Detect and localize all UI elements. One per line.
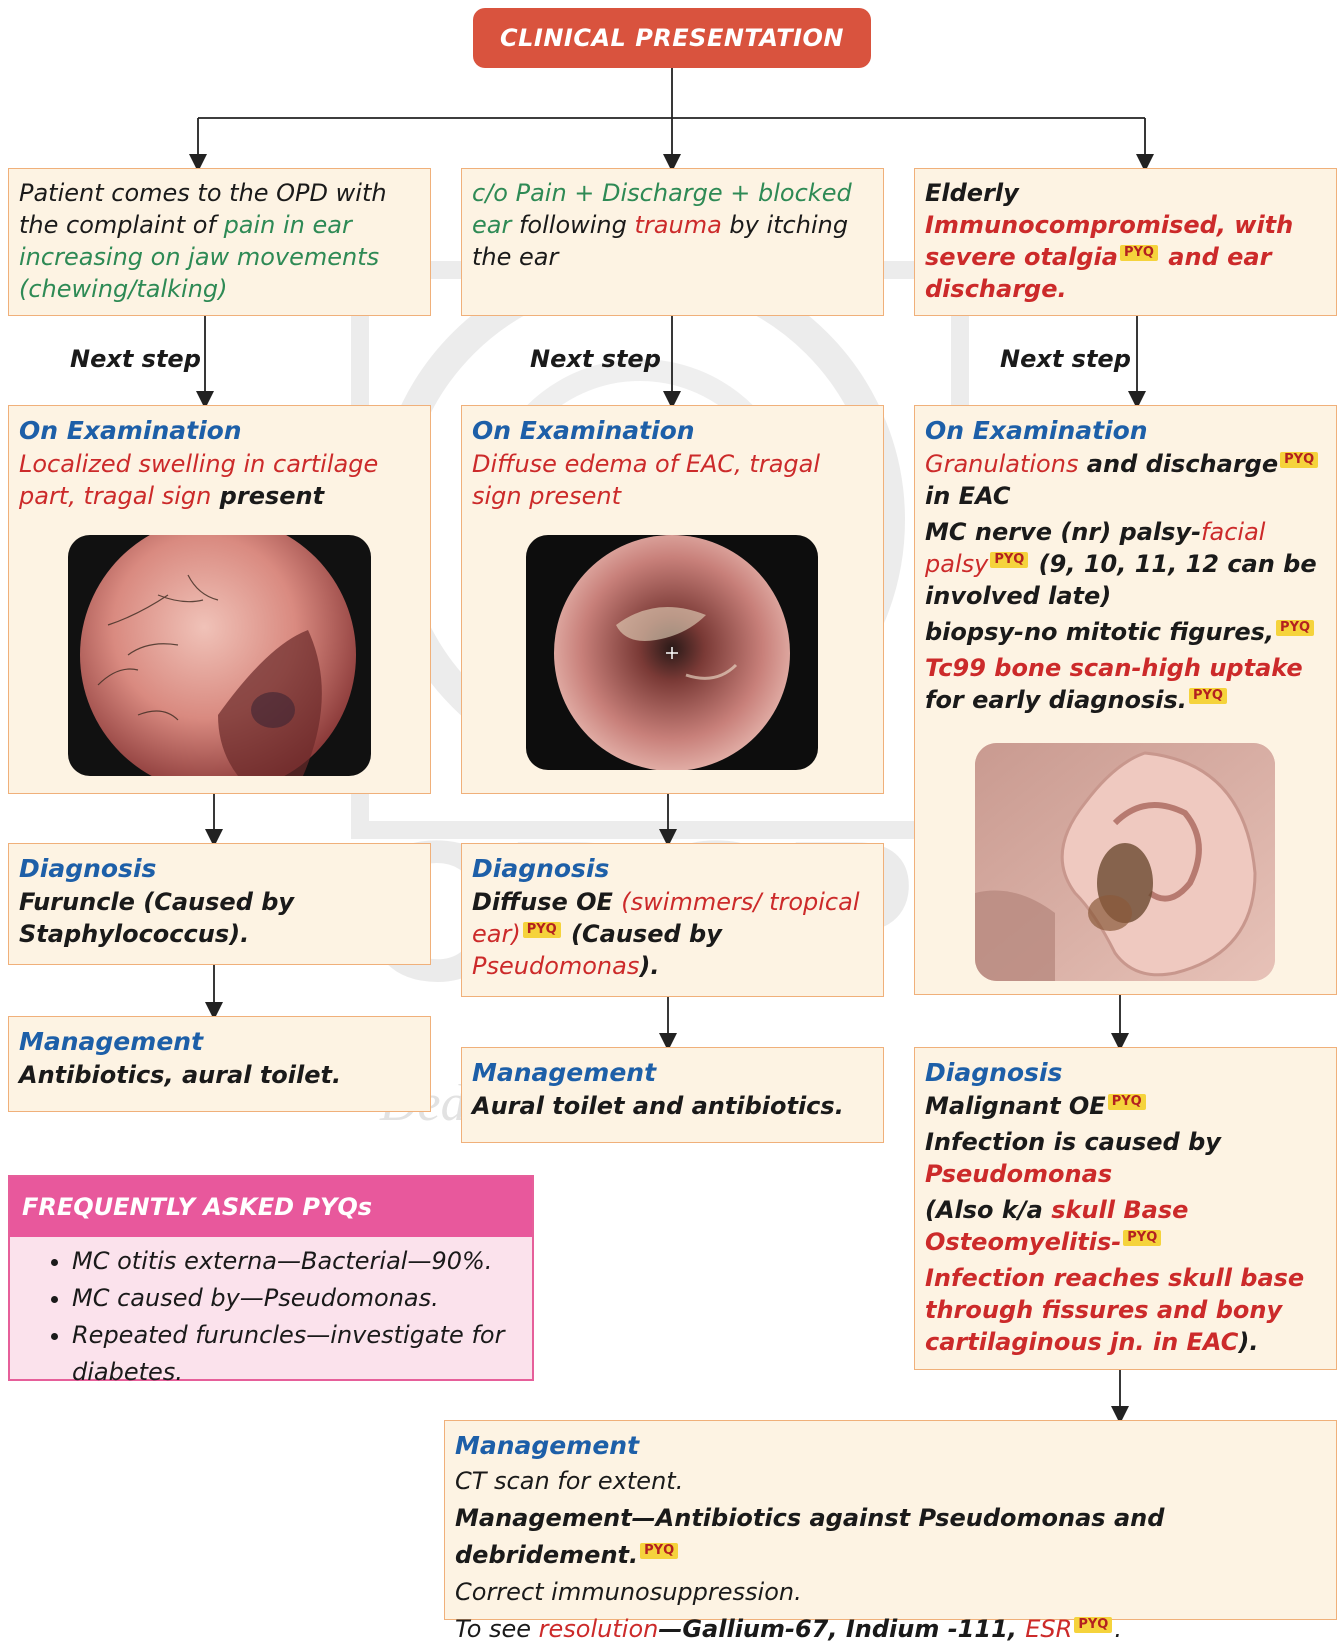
col2-presentation-trauma: trauma (635, 211, 722, 239)
faq-heading: FREQUENTLY ASKED PYQs (10, 1177, 532, 1237)
col3-exam-nerve: MC nerve (nr) palsy- (925, 518, 1201, 546)
col1-presentation-box: Patient comes to the OPD with the compla… (8, 168, 431, 316)
col1-exam-finding: Localized swelling in cartilage part, tr… (19, 450, 378, 510)
col1-next-step: Next step (70, 345, 201, 373)
col3-management-line4: To see resolution—Gallium-67, Indium -11… (455, 1611, 1326, 1648)
faq-item: MC caused by—Pseudomonas. (72, 1280, 532, 1317)
clinical-presentation-title: CLINICAL PRESENTATION (473, 8, 871, 68)
col1-diagnosis-heading: Diagnosis (19, 852, 420, 886)
col2-exam-heading: On Examination (472, 414, 873, 448)
col3-management-heading: Management (455, 1429, 1326, 1463)
col3-exam-line4: Tc99 bone scan-high uptake for early dia… (925, 652, 1326, 716)
diffuse-oe-ear-image (526, 535, 818, 770)
col3-diagnosis-aka: (Also k/a (925, 1196, 1051, 1224)
col2-management-text: Aural toilet and antibiotics. (472, 1092, 844, 1120)
col3-management-end: . (1114, 1615, 1122, 1643)
col1-exam-heading: On Examination (19, 414, 420, 448)
col2-diagnosis-caused: (Caused by (563, 920, 722, 948)
col3-management-esr: ESR (1025, 1615, 1072, 1643)
col3-diagnosis-organism: Pseudomonas (925, 1160, 1112, 1188)
col3-diagnosis-line3: (Also k/a skull Base Osteomyelitis-PYQ (925, 1194, 1326, 1258)
col2-next-step: Next step (530, 345, 661, 373)
col3-management-scans: —Gallium-67, Indium -111, (658, 1615, 1025, 1643)
col3-management-ct: CT scan for extent. (455, 1463, 1326, 1500)
pyq-badge: PYQ (1276, 620, 1314, 636)
col1-management-heading: Management (19, 1025, 420, 1059)
col3-diagnosis-malignant-oe: Malignant OE (925, 1092, 1106, 1120)
col3-presentation-text: Elderly (925, 179, 1019, 207)
col3-exam-discharge: and discharge (1078, 450, 1278, 478)
col2-diagnosis-organism: Pseudomonas (472, 952, 639, 980)
pyq-badge: PYQ (1123, 1230, 1161, 1246)
col3-management-box: Management CT scan for extent. Managemen… (444, 1420, 1337, 1620)
col3-exam-in-eac: in EAC (925, 482, 1011, 510)
col1-management-text: Antibiotics, aural toilet. (19, 1061, 341, 1089)
col3-exam-early: for early diagnosis. (925, 686, 1187, 714)
pyq-badge: PYQ (1074, 1617, 1112, 1633)
frequently-asked-pyqs-box: FREQUENTLY ASKED PYQs MC otitis externa—… (8, 1175, 534, 1381)
col2-diagnosis-name: Diffuse OE (472, 888, 621, 916)
col3-exam-biopsy: biopsy-no mitotic figures, (925, 618, 1274, 646)
col3-diagnosis-line4: Infection reaches skull base through fis… (925, 1262, 1326, 1358)
col1-exam-present: present (211, 482, 324, 510)
pyq-badge: PYQ (990, 552, 1028, 568)
col3-management-line2: Management—Antibiotics against Pseudomon… (455, 1500, 1326, 1574)
col3-diagnosis-heading: Diagnosis (925, 1056, 1326, 1090)
col3-exam-heading: On Examination (925, 414, 1326, 448)
col2-diagnosis-heading: Diagnosis (472, 852, 873, 886)
malignant-oe-ear-image (975, 743, 1275, 981)
col3-management-to-see: To see (455, 1615, 539, 1643)
col2-management-heading: Management (472, 1056, 873, 1090)
col3-management-antibiotics: Management—Antibiotics against Pseudomon… (455, 1504, 1164, 1569)
pyq-badge: PYQ (1280, 452, 1318, 468)
col2-management-box: Management Aural toilet and antibiotics. (461, 1047, 884, 1143)
col3-diagnosis-end: ). (1238, 1328, 1258, 1356)
col3-management-resolution: resolution (539, 1615, 659, 1643)
col3-management-immuno: Correct immunosuppression. (455, 1574, 1326, 1611)
col3-exam-granulations: Granulations (925, 450, 1078, 478)
col3-diagnosis-line2: Infection is caused by Pseudomonas (925, 1126, 1326, 1190)
col1-diagnosis-box: Diagnosis Furuncle (Caused by Staphyloco… (8, 843, 431, 965)
faq-item: MC otitis externa—Bacterial—90%. (72, 1243, 532, 1280)
col2-presentation-box: c/o Pain + Discharge + blocked ear follo… (461, 168, 884, 316)
pyq-badge: PYQ (1120, 245, 1158, 261)
col3-exam-scan: Tc99 bone scan-high uptake (925, 654, 1303, 682)
col1-diagnosis-text: Furuncle (Caused by Staphylococcus). (19, 888, 294, 948)
pyq-badge: PYQ (1189, 688, 1227, 704)
pyq-badge: PYQ (1108, 1094, 1146, 1110)
col2-presentation-text: following (511, 211, 634, 239)
pyq-badge: PYQ (523, 922, 561, 938)
faq-item: Repeated furuncles—investigate for diabe… (72, 1317, 532, 1391)
col2-exam-finding: Diffuse edema of EAC, tragal sign presen… (472, 450, 820, 510)
col3-presentation-box: Elderly Immunocompromised, with severe o… (914, 168, 1337, 316)
faq-list: MC otitis externa—Bacterial—90%. MC caus… (10, 1243, 532, 1391)
col1-management-box: Management Antibiotics, aural toilet. (8, 1016, 431, 1112)
col2-diagnosis-end: ). (639, 952, 659, 980)
pyq-badge: PYQ (640, 1543, 678, 1559)
furuncle-ear-image (68, 535, 371, 776)
col3-diagnosis-caused: Infection is caused by (925, 1128, 1221, 1156)
col3-exam-line3: biopsy-no mitotic figures,PYQ (925, 616, 1326, 648)
col3-next-step: Next step (1000, 345, 1131, 373)
col2-diagnosis-box: Diagnosis Diffuse OE (swimmers/ tropical… (461, 843, 884, 997)
